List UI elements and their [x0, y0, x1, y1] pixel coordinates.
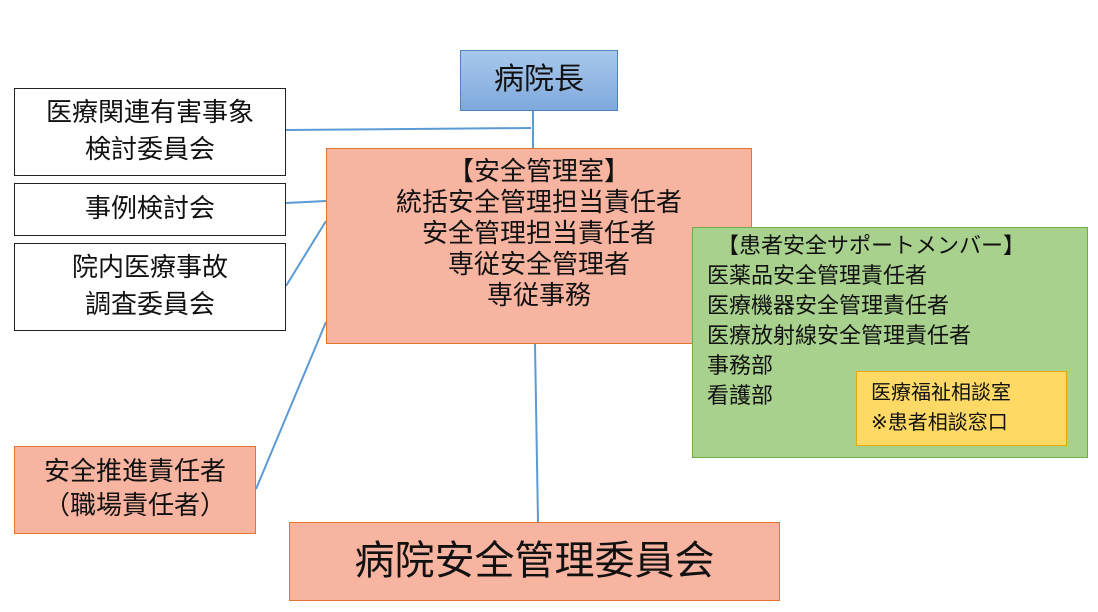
connector-committee1 — [285, 127, 532, 131]
hospital-committee-label: 病院安全管理委員会 — [354, 538, 715, 584]
committee-label-line: 検討委員会 — [84, 135, 215, 165]
welfare-office-note: ※患者相談窓口 — [871, 410, 1008, 434]
office-title: 【安全管理室】 — [447, 157, 630, 187]
promoter-label: 安全推進責任者 — [43, 457, 226, 487]
support-member: 医薬品安全管理責任者 — [707, 264, 928, 289]
welfare-office-label: 医療福祉相談室 — [871, 380, 1011, 404]
connector-promoter — [255, 321, 327, 490]
office-role: 専従安全管理者 — [447, 250, 630, 280]
medical-welfare-consultation-box: 医療福祉相談室 ※患者相談窓口 — [856, 371, 1067, 446]
support-member: 医療機器安全管理責任者 — [707, 294, 950, 319]
hospital-director-box: 病院長 — [460, 50, 618, 111]
connector-office-committee — [534, 343, 539, 523]
support-member: 看護部 — [707, 384, 774, 409]
accident-investigation-committee-box: 院内医療事故 調査委員会 — [14, 243, 286, 331]
office-role: 専従事務 — [486, 281, 591, 311]
office-role: 統括安全管理担当責任者 — [395, 188, 682, 218]
support-member: 医療放射線安全管理責任者 — [707, 324, 972, 349]
safety-management-office-box: 【安全管理室】 統括安全管理担当責任者 安全管理担当責任者 専従安全管理者 専従… — [326, 148, 752, 344]
support-members-title: 【患者安全サポートメンバー】 — [717, 234, 1026, 259]
hospital-director-label: 病院長 — [494, 62, 584, 97]
promoter-sublabel: （職場責任者） — [43, 491, 226, 521]
case-review-meeting-box: 事例検討会 — [14, 183, 286, 236]
committee-label-line: 医療関連有害事象 — [45, 98, 254, 128]
office-role: 安全管理担当責任者 — [421, 219, 656, 249]
committee-label-line: 事例検討会 — [84, 194, 215, 224]
committee-label-line: 院内医療事故 — [71, 253, 228, 283]
hospital-safety-committee-box: 病院安全管理委員会 — [289, 522, 780, 601]
connector-committee3 — [285, 220, 327, 287]
adverse-event-review-committee-box: 医療関連有害事象 検討委員会 — [14, 88, 286, 176]
connector-committee2 — [285, 200, 327, 204]
support-member: 事務部 — [707, 354, 774, 379]
committee-label-line: 調査委員会 — [84, 290, 215, 320]
safety-promoter-box: 安全推進責任者 （職場責任者） — [14, 446, 256, 534]
